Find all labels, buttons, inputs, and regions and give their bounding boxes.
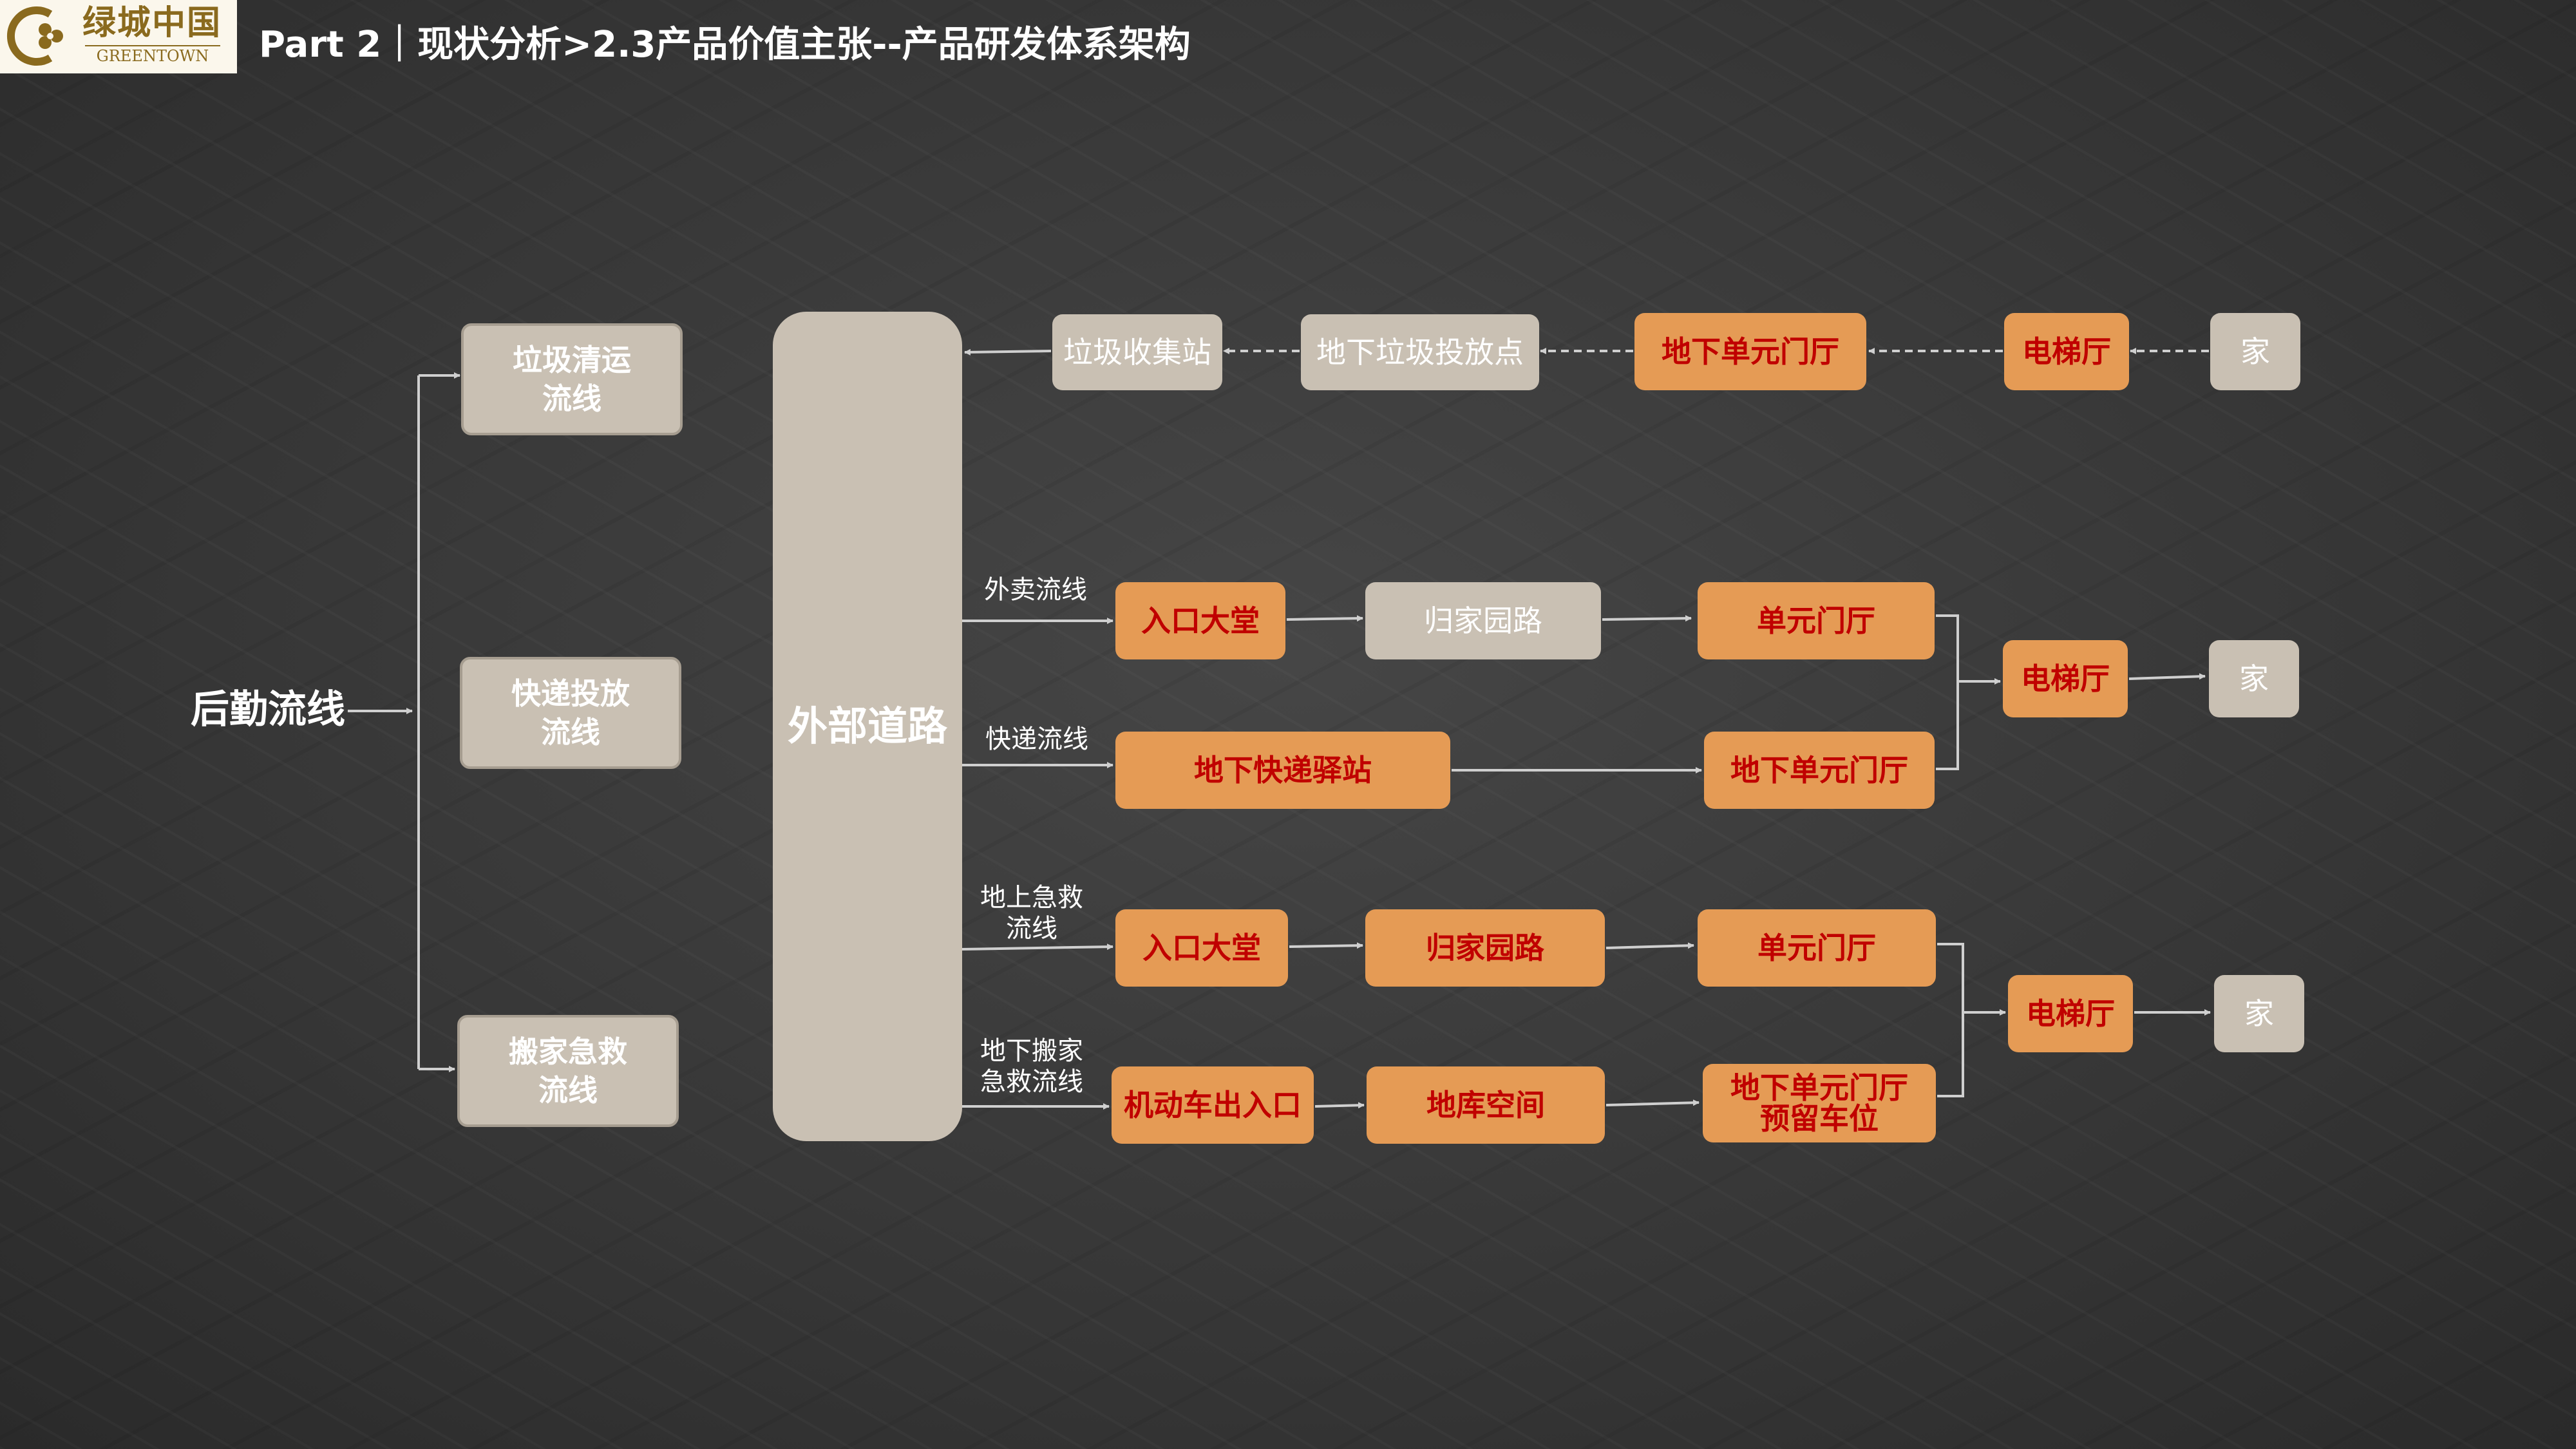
arrow-emergency-lobby-to-path	[1289, 942, 1363, 949]
garage-space: 地库空间	[1367, 1066, 1605, 1144]
underground-moving-flow-label: 地下搬家 急救流线	[980, 1036, 1083, 1097]
arrow-collection-to-road	[964, 348, 1052, 355]
category-garbage-flow: 垃圾清运 流线	[461, 323, 683, 435]
greentown-logo-icon	[7, 6, 63, 66]
arrow-takeout-lobby-to-path	[1286, 615, 1363, 622]
root-logistics-flow: 后勤流线	[191, 687, 345, 732]
emergency-unit-hall: 单元门厅	[1698, 909, 1936, 987]
arrow-emergency-path-to-hall	[1605, 942, 1694, 949]
garbage-underground-unit-hall: 地下单元门厅	[1634, 313, 1866, 390]
takeout-flow-label: 外卖流线	[984, 575, 1087, 605]
category-express-flow: 快递投放 流线	[460, 657, 681, 769]
arrow-takeout-path-to-hall	[1602, 615, 1692, 622]
arrow-garage-to-reserved	[1605, 1099, 1700, 1106]
emergency-entrance-lobby: 入口大堂	[1115, 909, 1288, 987]
underground-express-station: 地下快递驿站	[1115, 732, 1450, 809]
logo-cn-text: 绿城中国	[82, 3, 222, 43]
ground-emergency-flow-label: 地上急救 流线	[980, 883, 1083, 943]
home-2: 家	[2214, 975, 2304, 1052]
takeout-entrance-lobby: 入口大堂	[1115, 582, 1285, 659]
arrow-road-to-emergency-lobby	[960, 943, 1113, 951]
bracket-to-elevator-2	[1937, 943, 1964, 1097]
home-1: 家	[2209, 640, 2299, 717]
page-title: Part 2｜现状分析>2.3产品价值主张--产品研发体系架构	[259, 24, 1191, 66]
garbage-elevator-hall: 电梯厅	[2004, 313, 2129, 390]
category-moving-flow: 搬家急救 流线	[457, 1015, 679, 1127]
logo-en-text: GREENTOWN	[85, 45, 220, 66]
garbage-home: 家	[2210, 313, 2300, 390]
external-road: 外部道路	[773, 312, 962, 1141]
arrow-vehicle-entrance-to-garage	[1314, 1102, 1365, 1109]
garbage-collection-station: 垃圾收集站	[1052, 314, 1222, 390]
express-flow-label: 快递流线	[985, 724, 1088, 754]
bracket-to-elevator-1	[1936, 614, 1959, 770]
elevator-hall-1: 电梯厅	[2003, 640, 2128, 717]
takeout-unit-hall: 单元门厅	[1698, 582, 1935, 659]
emergency-home-path: 归家园路	[1365, 909, 1605, 987]
greentown-logo: 绿城中国 GREENTOWN	[0, 0, 237, 73]
elevator-hall-2: 电梯厅	[2008, 975, 2133, 1052]
underground-garbage-dropoff: 地下垃圾投放点	[1301, 314, 1539, 390]
arrow-elevator-1-to-home	[2128, 673, 2206, 680]
vehicle-entrance: 机动车出入口	[1112, 1066, 1314, 1144]
express-underground-unit-hall: 地下单元门厅	[1704, 732, 1935, 809]
underground-unit-hall-reserved-parking: 地下单元门厅 预留车位	[1703, 1064, 1936, 1142]
takeout-home-path: 归家园路	[1365, 582, 1601, 659]
